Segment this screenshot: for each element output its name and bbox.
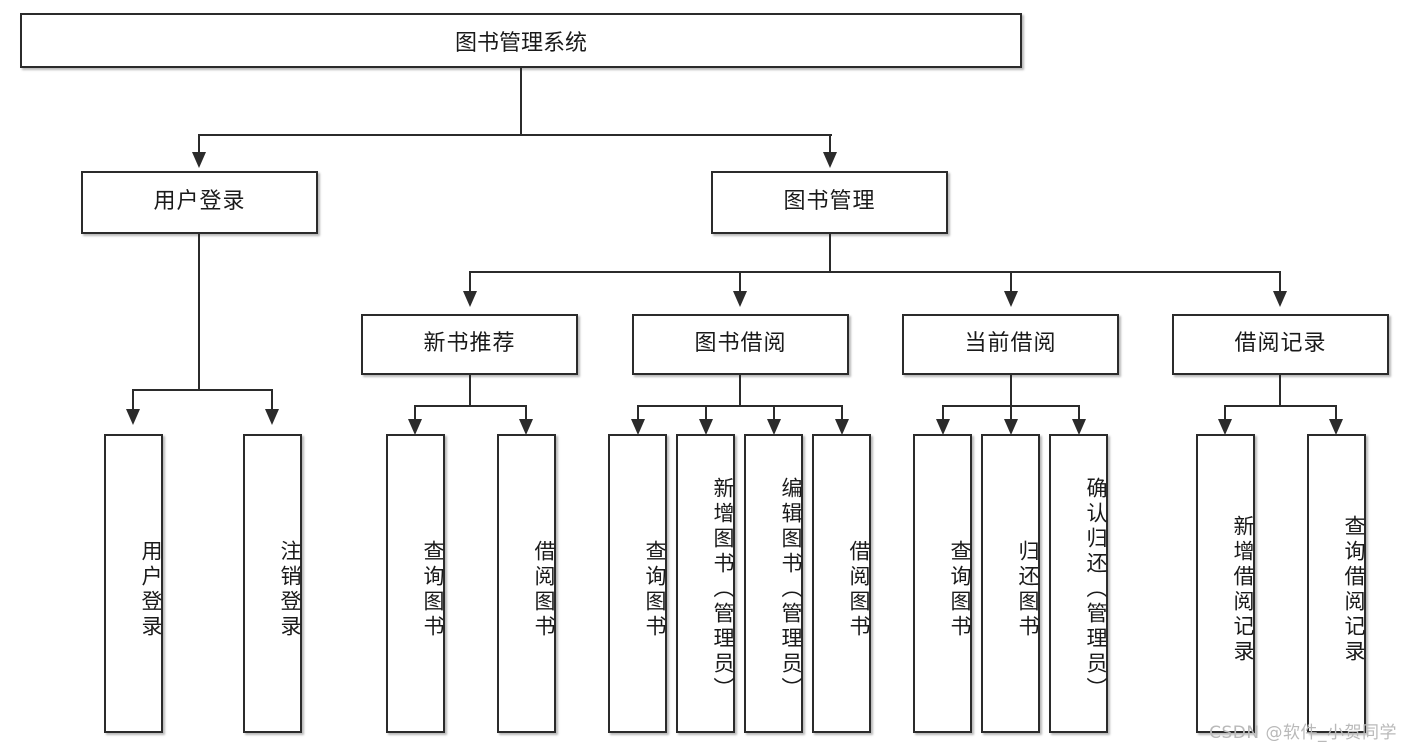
arrowhead-book-borrow-0 — [631, 419, 645, 435]
node-label: 归还图书 — [1016, 539, 1040, 640]
node-label: 用户登录 — [139, 539, 163, 640]
arrowhead-current-borrow-1 — [1004, 419, 1018, 435]
arrowhead-book-borrow-3 — [835, 419, 849, 435]
node-label: 新增图书（管理员） — [711, 477, 735, 702]
node-label: 借阅图书 — [532, 539, 556, 640]
node-label: 图书管理系统 — [454, 30, 587, 56]
arrowhead-book-management — [823, 152, 837, 168]
connector-book-borrow-stem — [739, 375, 741, 406]
connector-drop-current-borrow-0 — [942, 405, 944, 421]
connector-drop-level3-1 — [739, 271, 741, 293]
connector-level3-bus — [469, 271, 1280, 273]
node-borrow-record[interactable]: 借阅记录 — [1172, 314, 1389, 375]
connector-drop-new-book-0 — [414, 405, 416, 421]
leaf-current-borrow-1[interactable]: 归还图书 — [981, 434, 1040, 733]
connector-drop-book-borrow-1 — [705, 405, 707, 421]
leaf-current-borrow-0[interactable]: 查询图书 — [913, 434, 972, 733]
node-label: 借阅记录 — [1234, 331, 1327, 357]
connector-borrow-record-stem — [1279, 375, 1281, 406]
connector-user-login-stem — [198, 234, 200, 390]
arrowhead-user-login-leaf-1 — [265, 409, 279, 425]
connector-drop-borrow-record-0 — [1224, 405, 1226, 421]
arrowhead-user-login — [192, 152, 206, 168]
connector-new-book-stem — [469, 375, 471, 406]
connector-new-book-bus — [414, 405, 526, 407]
node-label: 查询图书 — [643, 539, 667, 640]
connector-drop-book-borrow-2 — [773, 405, 775, 421]
node-label: 注销登录 — [278, 539, 302, 640]
arrowhead-borrow-record-1 — [1329, 419, 1343, 435]
node-label: 查询借阅记录 — [1342, 514, 1366, 665]
node-user-login[interactable]: 用户登录 — [81, 171, 318, 234]
node-book-management[interactable]: 图书管理 — [711, 171, 948, 234]
connector-drop-book-borrow-3 — [841, 405, 843, 421]
node-label: 新增借阅记录 — [1231, 514, 1255, 665]
connector-borrow-record-bus — [1224, 405, 1336, 407]
node-label: 借阅图书 — [847, 539, 871, 640]
node-label: 新书推荐 — [423, 331, 516, 357]
leaf-user-login-1[interactable]: 注销登录 — [243, 434, 302, 733]
arrowhead-level3-2 — [1004, 291, 1018, 307]
node-new-book-recommend[interactable]: 新书推荐 — [361, 314, 578, 375]
arrowhead-user-login-leaf-0 — [126, 409, 140, 425]
leaf-book-borrow-2[interactable]: 编辑图书（管理员） — [744, 434, 803, 733]
arrowhead-level3-1 — [733, 291, 747, 307]
arrowhead-level3-0 — [463, 291, 477, 307]
leaf-book-borrow-0[interactable]: 查询图书 — [608, 434, 667, 733]
node-label: 编辑图书（管理员） — [779, 477, 803, 702]
node-label: 查询图书 — [948, 539, 972, 640]
leaf-book-borrow-1[interactable]: 新增图书（管理员） — [676, 434, 735, 733]
leaf-borrow-record-0[interactable]: 新增借阅记录 — [1196, 434, 1255, 733]
arrowhead-book-borrow-1 — [699, 419, 713, 435]
leaf-current-borrow-2[interactable]: 确认归还（管理员） — [1049, 434, 1108, 733]
arrowhead-borrow-record-0 — [1218, 419, 1232, 435]
connector-drop-level3-0 — [469, 271, 471, 293]
arrowhead-level3-3 — [1273, 291, 1287, 307]
node-book-borrow[interactable]: 图书借阅 — [632, 314, 849, 375]
leaf-user-login-0[interactable]: 用户登录 — [104, 434, 163, 733]
connector-drop-new-book-1 — [525, 405, 527, 421]
connector-drop-current-borrow-1 — [1010, 405, 1012, 421]
connector-drop-user-login — [198, 134, 200, 154]
leaf-borrow-record-1[interactable]: 查询借阅记录 — [1307, 434, 1366, 733]
leaf-new-book-1[interactable]: 借阅图书 — [497, 434, 556, 733]
connector-level2-bus — [198, 134, 832, 136]
node-label: 当前借阅 — [964, 331, 1057, 357]
connector-book-borrow-bus — [637, 405, 843, 407]
arrowhead-book-borrow-2 — [767, 419, 781, 435]
node-label: 图书管理 — [783, 189, 876, 215]
leaf-new-book-0[interactable]: 查询图书 — [386, 434, 445, 733]
connector-drop-book-management — [829, 134, 831, 154]
node-label: 查询图书 — [421, 539, 445, 640]
connector-drop-level3-3 — [1279, 271, 1281, 293]
connector-user-login-bus — [132, 389, 272, 391]
connector-drop-borrow-record-1 — [1335, 405, 1337, 421]
arrowhead-new-book-0 — [408, 419, 422, 435]
node-label: 图书借阅 — [694, 331, 787, 357]
connector-book-management-stem — [829, 234, 831, 272]
connector-root-stem — [520, 68, 522, 135]
leaf-book-borrow-3[interactable]: 借阅图书 — [812, 434, 871, 733]
connector-drop-current-borrow-2 — [1078, 405, 1080, 421]
connector-drop-user-login-leaf-0 — [132, 389, 134, 411]
csdn-watermark: CSDN @软件_小贺同学 — [1209, 723, 1397, 743]
arrowhead-current-borrow-2 — [1072, 419, 1086, 435]
node-label: 确认归还（管理员） — [1084, 477, 1108, 702]
arrowhead-current-borrow-0 — [936, 419, 950, 435]
connector-drop-level3-2 — [1010, 271, 1012, 293]
connector-drop-user-login-leaf-1 — [271, 389, 273, 411]
node-label: 用户登录 — [153, 189, 246, 215]
node-current-borrow[interactable]: 当前借阅 — [902, 314, 1119, 375]
arrowhead-new-book-1 — [519, 419, 533, 435]
connector-drop-book-borrow-0 — [637, 405, 639, 421]
connector-current-borrow-stem — [1010, 375, 1012, 406]
node-root-book-management-system[interactable]: 图书管理系统 — [20, 13, 1022, 68]
